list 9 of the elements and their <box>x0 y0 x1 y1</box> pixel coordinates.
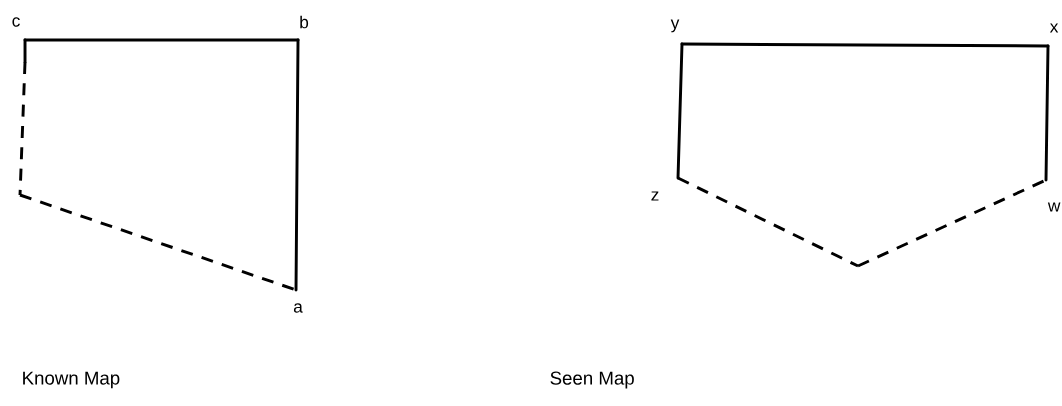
map-title: Known Map <box>23 371 120 389</box>
map-title: Seen Map <box>550 371 634 389</box>
vertex-label: c <box>12 17 20 27</box>
vertex-label: z <box>651 191 659 201</box>
vertex-label: b <box>300 15 309 29</box>
vertex-label: x <box>1049 23 1059 33</box>
vertex-label: a <box>293 303 303 313</box>
vertex-label: w <box>1047 202 1061 212</box>
vertex-label: y <box>670 19 680 33</box>
